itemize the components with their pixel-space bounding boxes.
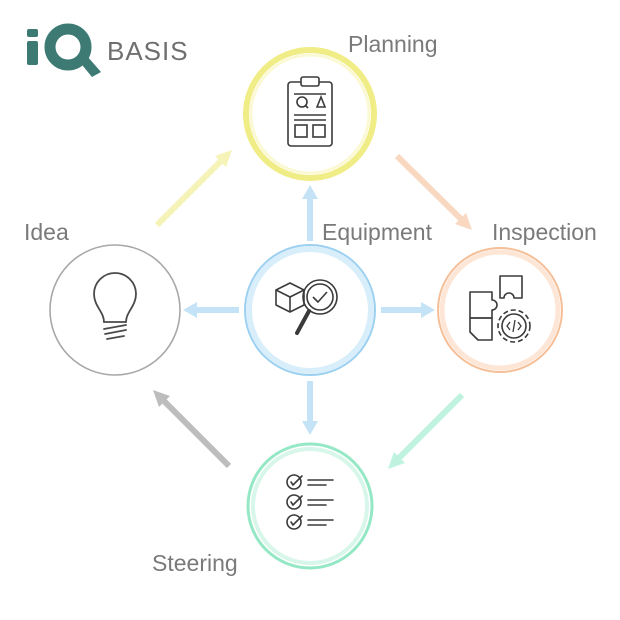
node-label-inspection: Inspection [492, 219, 597, 245]
brand-name: BASIS [107, 36, 189, 66]
puzzle-gear-icon [469, 275, 531, 343]
arrow-idea-to-planning [154, 150, 232, 228]
node-steering [246, 442, 374, 570]
checklist-icon [286, 474, 334, 530]
arrow-equipment-to-idea [183, 302, 239, 318]
arrow-steering-to-idea [153, 390, 232, 469]
arrow-equipment-to-inspection [381, 302, 435, 318]
node-inspection [437, 247, 563, 373]
node-label-planning: Planning [348, 31, 438, 57]
arrow-equipment-to-planning [302, 185, 318, 241]
node-label-steering: Steering [152, 550, 238, 576]
node-equipment [244, 244, 376, 376]
flow-arrows [153, 150, 472, 469]
clipboard-qa-icon [287, 76, 333, 147]
node-label-idea: Idea [24, 219, 69, 245]
arrow-planning-to-inspection [394, 153, 472, 230]
node-idea [49, 244, 181, 376]
lightbulb-icon [93, 272, 137, 340]
arrow-inspection-to-steering [388, 392, 465, 469]
node-label-equipment: Equipment [322, 219, 432, 245]
node-planning [243, 47, 377, 181]
box-magnifier-check-icon [275, 279, 338, 335]
arrow-equipment-to-steering [302, 381, 318, 435]
brand-logo [27, 23, 101, 77]
